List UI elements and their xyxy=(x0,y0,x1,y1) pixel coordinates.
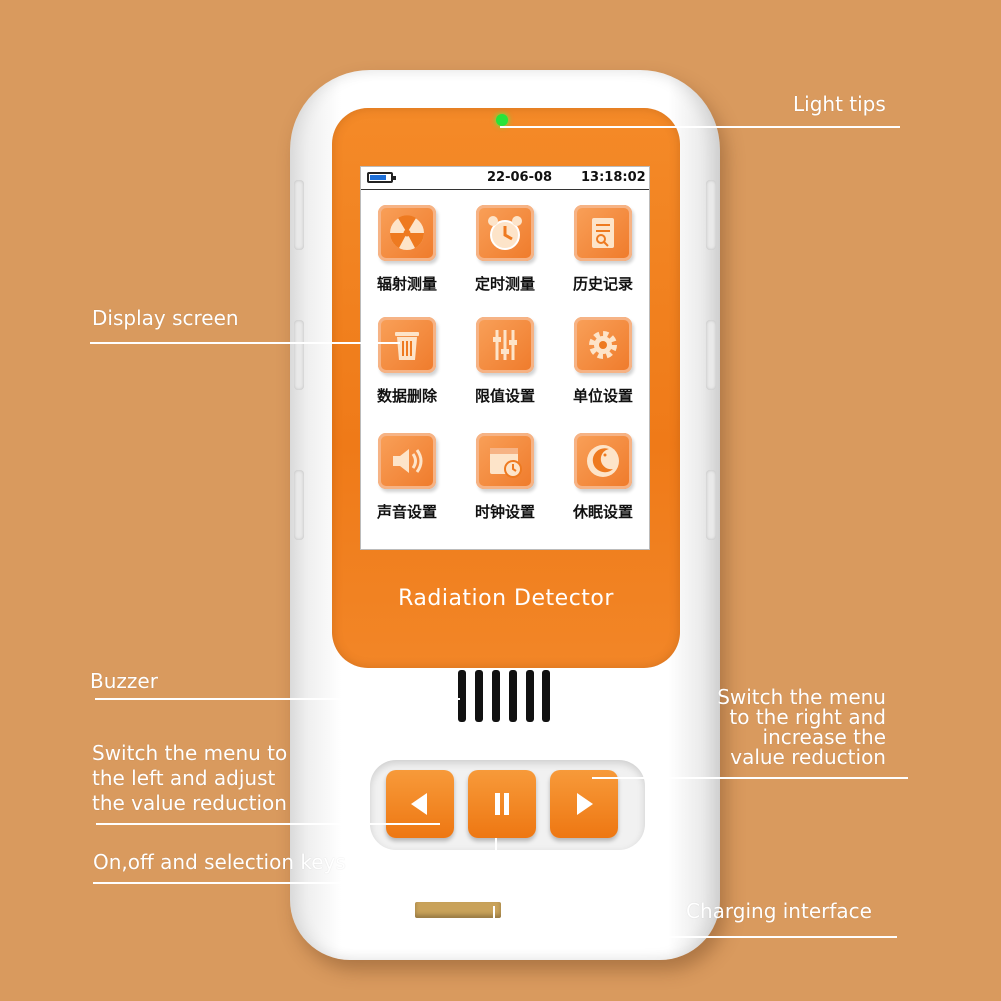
callout-text-line: the value reduction xyxy=(92,791,287,815)
status-time: 13:18:02 xyxy=(581,170,646,185)
side-button xyxy=(294,470,304,540)
left-key-button[interactable] xyxy=(386,770,454,838)
menu-label: 单位设置 xyxy=(572,387,633,405)
callout-left-key: Switch the menu to the left and adjust t… xyxy=(92,741,287,816)
trash-icon xyxy=(378,317,436,373)
menu-tile-radiation[interactable]: 辐射测量 xyxy=(361,195,453,305)
side-button xyxy=(706,180,716,250)
charging-port xyxy=(415,902,501,918)
alarm-clock-icon xyxy=(476,205,534,261)
menu-tile-delete-data[interactable]: 数据删除 xyxy=(361,307,453,417)
menu-tile-limit-settings[interactable]: 限值设置 xyxy=(459,307,551,417)
callout-line xyxy=(500,126,900,128)
callout-line xyxy=(592,777,908,779)
power-select-key-button[interactable] xyxy=(468,770,536,838)
callout-display-screen: Display screen xyxy=(92,306,239,330)
menu-label: 定时测量 xyxy=(474,275,535,293)
side-button xyxy=(294,320,304,390)
sliders-icon xyxy=(476,317,534,373)
radiation-icon xyxy=(378,205,436,261)
battery-icon xyxy=(367,172,396,183)
callout-line xyxy=(493,936,897,938)
side-button xyxy=(706,320,716,390)
menu-label: 声音设置 xyxy=(376,503,437,521)
callout-text-line: increase the xyxy=(762,725,886,749)
menu-label: 休眠设置 xyxy=(572,503,633,521)
right-key-button[interactable] xyxy=(550,770,618,838)
speaker-icon xyxy=(378,433,436,489)
moon-icon xyxy=(574,433,632,489)
indicator-led xyxy=(496,114,508,126)
callout-power-key: On,off and selection keys xyxy=(93,850,346,874)
callout-text-line: value reduction xyxy=(730,745,886,769)
callout-text-line: to the right and xyxy=(729,705,886,729)
status-bar: 22-06-08 13:18:02 xyxy=(361,167,649,190)
radiation-detector-device: 22-06-08 13:18:02 辐射测量 定时测量 xyxy=(290,70,720,960)
pause-icon xyxy=(495,793,509,815)
menu-tile-sleep-settings[interactable]: 休眠设置 xyxy=(557,423,649,533)
menu-label: 数据删除 xyxy=(376,387,437,405)
history-record-icon xyxy=(574,205,632,261)
status-date: 22-06-08 xyxy=(487,170,553,185)
side-button xyxy=(706,470,716,540)
menu-label: 时钟设置 xyxy=(474,503,535,521)
callout-line xyxy=(93,882,497,884)
callout-buzzer: Buzzer xyxy=(90,669,158,693)
menu-tile-unit-settings[interactable]: 单位设置 xyxy=(557,307,649,417)
callout-line xyxy=(95,698,460,700)
menu-label: 限值设置 xyxy=(474,387,535,405)
calendar-clock-icon xyxy=(476,433,534,489)
callout-text-line: Switch the menu xyxy=(717,685,886,709)
callout-text-line: the left and adjust xyxy=(92,766,276,790)
menu-tile-clock-settings[interactable]: 时钟设置 xyxy=(459,423,551,533)
menu-label: 辐射测量 xyxy=(376,275,437,293)
callout-line xyxy=(493,906,495,938)
callout-text-line: Switch the menu to xyxy=(92,741,288,765)
callout-light-tips: Light tips xyxy=(793,92,886,116)
gear-icon xyxy=(574,317,632,373)
menu-tile-timed-measure[interactable]: 定时测量 xyxy=(459,195,551,305)
display-screen: 22-06-08 13:18:02 辐射测量 定时测量 xyxy=(360,166,650,550)
left-arrow-icon xyxy=(411,793,427,815)
menu-label: 历史记录 xyxy=(572,275,633,293)
right-arrow-icon xyxy=(577,793,593,815)
callout-charging: Charging interface xyxy=(686,899,872,923)
buzzer-grille xyxy=(458,670,550,722)
menu-tile-history[interactable]: 历史记录 xyxy=(557,195,649,305)
menu-tile-sound-settings[interactable]: 声音设置 xyxy=(361,423,453,533)
callout-line xyxy=(90,342,400,344)
callout-right-key: Switch the menu to the right and increas… xyxy=(690,687,886,767)
side-button xyxy=(294,180,304,250)
callout-line xyxy=(96,823,440,825)
callout-line xyxy=(495,838,497,884)
brand-label: Radiation Detector xyxy=(398,586,614,611)
